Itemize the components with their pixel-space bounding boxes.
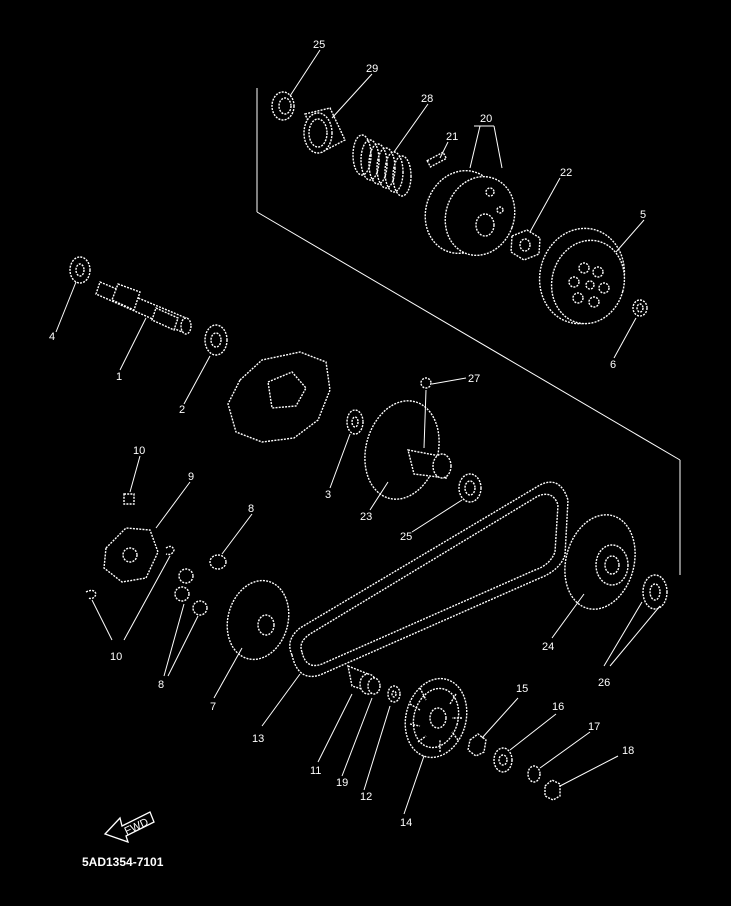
callout-24: 24 [542,641,554,653]
part-24-fixed-sheave [564,514,636,610]
part-6-nut [632,299,648,317]
gasket-plate [227,351,331,443]
callout-17: 17 [588,721,600,733]
callout-14: 14 [400,817,412,829]
fwd-label: FWD [123,816,151,837]
callout-20: 20 [480,113,492,125]
part-3-oil-seal [346,409,364,435]
assembly-boundary-lines [256,88,681,575]
callout-8-bottom: 8 [158,679,164,691]
part-4-bearing [69,256,91,284]
callout-22: 22 [560,167,572,179]
part-21-pin [426,151,448,168]
callout-5: 5 [640,209,646,221]
callout-13: 13 [252,733,264,745]
callout-3: 3 [325,489,331,501]
part-1-primary-shaft [95,281,192,335]
callout-numbers: 25 29 28 21 20 22 5 6 4 1 2 27 3 23 25 1… [49,39,646,829]
callout-10-top: 10 [133,445,145,457]
callout-7: 7 [210,701,216,713]
drawing-code: 5AD1354-7101 [82,855,164,869]
part-12-washer [387,685,401,703]
leader-lines [55,49,661,815]
part-25-oil-seal [271,91,295,121]
part-14-fan-sheave [404,677,468,759]
part-23-secondary-sheave [364,400,452,500]
part-13-v-belt [289,481,569,678]
part-25-oil-seal-lower [458,473,482,503]
part-10-sliders [85,493,175,600]
callout-9: 9 [188,471,194,483]
part-27-pin [420,377,432,389]
part-19-washer [367,677,381,695]
part-8-weights [174,554,227,616]
part-18-nut [544,779,561,801]
callout-12: 12 [360,791,372,803]
callout-25-top: 25 [313,39,325,51]
callout-25-lower: 25 [400,531,412,543]
callout-6: 6 [610,359,616,371]
callout-19: 19 [336,777,348,789]
callout-15: 15 [516,683,528,695]
part-9-cam [103,527,159,583]
callout-10-bottom: 10 [110,651,122,663]
callout-23: 23 [360,511,372,523]
callout-21: 21 [446,131,458,143]
callout-18: 18 [622,745,634,757]
part-17-washer [527,765,541,783]
part-16-nut [493,747,513,773]
part-7-sliding-sheave [226,579,290,661]
callout-11: 11 [310,765,321,777]
callout-4: 4 [49,331,55,343]
part-2-bearing [204,324,228,356]
part-22-nut [510,229,541,261]
callout-8-top: 8 [248,503,254,515]
part-28-spring [352,134,412,197]
callout-27: 27 [468,373,480,385]
callout-16: 16 [552,701,564,713]
callout-2: 2 [179,404,185,416]
fwd-arrow-icon: FWD [103,811,155,844]
part-26-collar [642,574,668,610]
callout-1: 1 [116,371,122,383]
callout-28: 28 [421,93,433,105]
part-5-clutch-housing [538,227,626,325]
part-29-collar [303,107,346,154]
callout-29: 29 [366,63,378,75]
callout-26: 26 [598,677,610,689]
part-20-clutch-carrier [424,169,516,257]
part-15-washer [467,733,487,757]
